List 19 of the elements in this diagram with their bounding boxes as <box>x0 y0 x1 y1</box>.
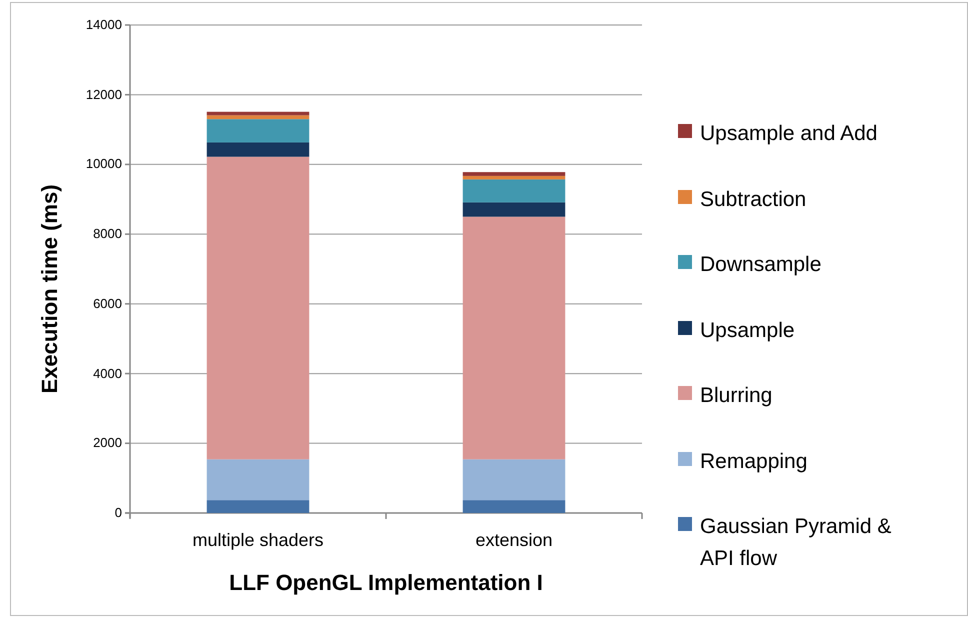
axis-tick-label: 12000 <box>84 86 122 102</box>
axis-tick-label: 4000 <box>92 366 122 381</box>
legend-label: Downsample <box>700 252 822 278</box>
axis-title: Execution time (ms) <box>37 184 63 394</box>
axis-tick-label: 8000 <box>92 226 122 242</box>
legend-label: Blurring <box>700 383 774 409</box>
legend-label: Gaussian Pyramid & API flow <box>700 514 892 572</box>
axis-title: LLF OpenGL Implementation I <box>228 570 544 596</box>
axis-tick-label: 6000 <box>92 296 122 311</box>
legend-label: Upsample <box>700 318 796 344</box>
axis-tick-label: 14000 <box>84 17 122 32</box>
category-label: extension <box>474 530 554 551</box>
legend-label: Remapping <box>700 448 808 474</box>
axis-tick-label: 2000 <box>92 435 122 450</box>
axis-tick-label: 0 <box>114 505 122 520</box>
axis-tick-label: 10000 <box>84 156 122 172</box>
category-label: multiple shaders <box>191 530 325 551</box>
legend-label: Upsample and Add <box>700 121 878 147</box>
legend-label: Subtraction <box>700 186 808 212</box>
